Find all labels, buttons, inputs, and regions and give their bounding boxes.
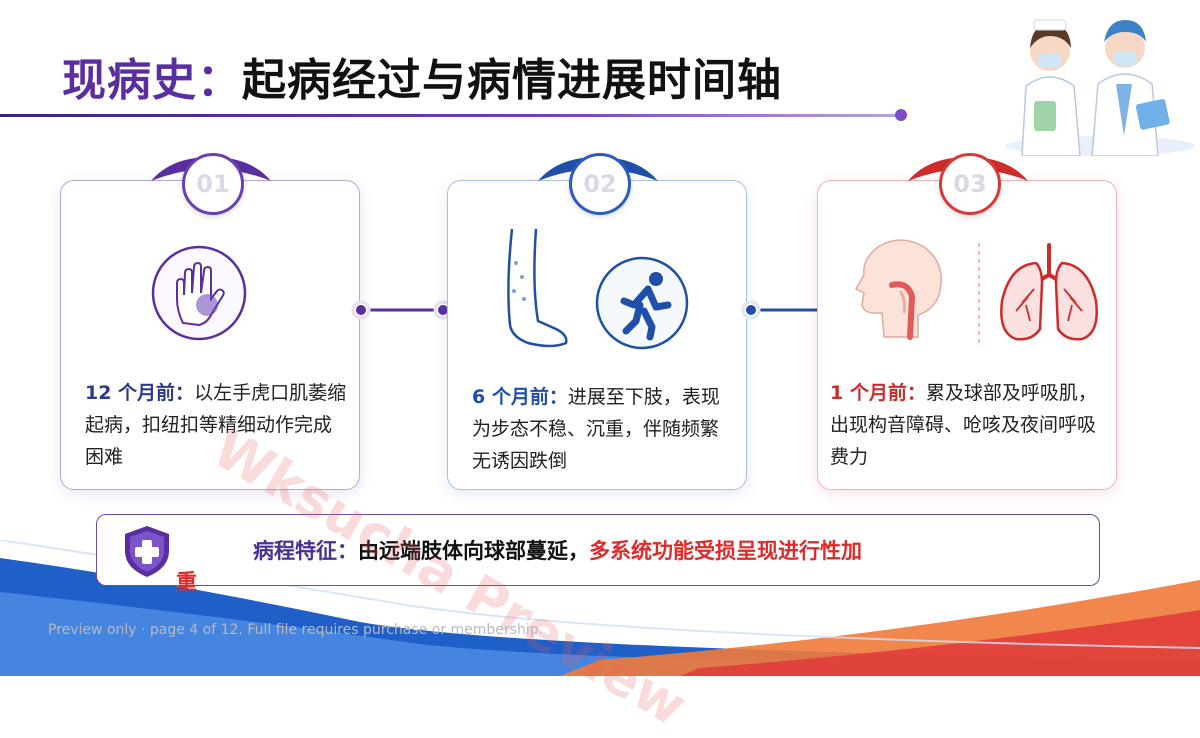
page-title: 现病史：起病经过与病情进展时间轴 xyxy=(62,44,782,108)
title-underline xyxy=(0,114,900,117)
badge-number: 03 xyxy=(939,153,1001,215)
card-2-number-badge: 02 xyxy=(538,153,658,215)
preview-note: Preview only · page 4 of 12. Full file r… xyxy=(48,622,544,638)
card-3-description: 1 个月前：累及球部及呼吸肌，出现构音障碍、呛咳及夜间呼吸费力 xyxy=(830,377,1112,473)
card-2-time-label: 6 个月前： xyxy=(472,386,568,408)
title-underline-dot xyxy=(895,109,907,121)
timeline-card-2: 02 6 个月前：进展至下肢，表现为步态不稳、沉重，伴随频繁无诱因跌倒 xyxy=(447,153,747,490)
summary-bar: 病程特征：由远端肢体向球部蔓延，多系统功能受损呈现进行性加 xyxy=(96,514,1100,586)
title-main: 现病史： xyxy=(62,55,242,106)
summary-text: 病程特征：由远端肢体向球部蔓延，多系统功能受损呈现进行性加 xyxy=(253,535,862,565)
card-3-time-label: 1 个月前： xyxy=(830,382,926,404)
title-rest: 起病经过与病情进展时间轴 xyxy=(242,55,782,106)
summary-highlight: 多系统功能受损呈现进行性加 xyxy=(589,539,862,563)
card-3-number-badge: 03 xyxy=(908,153,1028,215)
medical-shield-icon xyxy=(125,526,169,577)
card-2-description: 6 个月前：进展至下肢，表现为步态不稳、沉重，伴随频繁无诱因跌倒 xyxy=(472,381,734,477)
card-1-time-label: 12 个月前： xyxy=(85,382,195,404)
throat-icon xyxy=(854,239,942,340)
summary-body: 由远端肢体向球部蔓延， xyxy=(358,539,589,563)
card-1-number-badge: 01 xyxy=(151,153,271,215)
timeline-card-3: 03 1 个月前：累及球部及呼吸肌，出现构音障碍、呛咳及夜间呼吸费力 xyxy=(817,153,1117,490)
summary-label: 病程特征： xyxy=(253,539,358,563)
summary-wrap-char: 重 xyxy=(176,570,197,594)
divider xyxy=(978,243,980,343)
lungs-icon xyxy=(1000,243,1098,341)
badge-number: 02 xyxy=(569,153,631,215)
timeline-card-1: 01 12 个月前：以左手虎口肌萎缩起病，扣纽扣等精细动作完成困难 xyxy=(60,153,360,490)
card-1-text: 以左手虎口肌萎缩起病，扣纽扣等精细动作完成困难 xyxy=(85,382,347,468)
connector-1-2 xyxy=(351,300,453,320)
card-2-text: 进展至下肢，表现为步态不稳、沉重，伴随频繁无诱因跌倒 xyxy=(472,386,720,472)
card-1-description: 12 个月前：以左手虎口肌萎缩起病，扣纽扣等精细动作完成困难 xyxy=(85,377,347,473)
card-3-text: 累及球部及呼吸肌，出现构音障碍、呛咳及夜间呼吸费力 xyxy=(830,382,1097,468)
hand-icon xyxy=(151,245,247,341)
falling-person-icon xyxy=(595,256,689,350)
doctors-illustration xyxy=(1005,19,1195,156)
leg-icon xyxy=(507,228,568,348)
badge-number: 01 xyxy=(182,153,244,215)
